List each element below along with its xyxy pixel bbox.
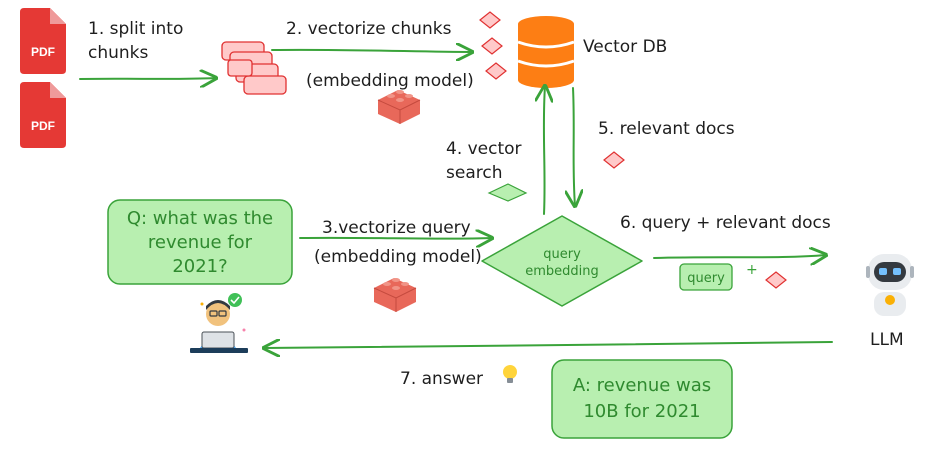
query-embedding-line2: embedding bbox=[525, 264, 599, 279]
person-laptop-icon bbox=[190, 293, 248, 353]
arrow-vector-search bbox=[544, 86, 545, 215]
lego-brick-icon bbox=[373, 277, 417, 313]
pdf-icon: PDF bbox=[20, 8, 66, 74]
step-3-label: 3.vectorize query bbox=[322, 218, 471, 238]
step-1-label-line2: chunks bbox=[88, 43, 149, 63]
query-chip-label: query bbox=[687, 271, 725, 286]
arrow-split bbox=[79, 78, 216, 79]
vector-diamond-icon bbox=[481, 37, 503, 55]
step-2-label: 2. vectorize chunks bbox=[286, 19, 452, 39]
query-embedding-line1: query bbox=[543, 247, 581, 262]
embedding-model-label-top: (embedding model) bbox=[306, 71, 474, 91]
pdf-icon: PDF bbox=[20, 82, 66, 148]
lego-brick-icon bbox=[377, 89, 421, 125]
step-4-label-line1: 4. vector bbox=[446, 139, 522, 159]
pdf-icon-label: PDF bbox=[31, 45, 55, 59]
vector-db-label: Vector DB bbox=[583, 37, 667, 57]
vector-diamond-icon bbox=[485, 62, 507, 80]
query-vector-diamond-icon bbox=[487, 183, 528, 202]
chunks-icon bbox=[221, 41, 287, 95]
vector-diamond-icon bbox=[479, 11, 501, 29]
query-embedding-node bbox=[481, 215, 643, 307]
step-1-label-line1: 1. split into bbox=[88, 19, 183, 39]
question-box bbox=[107, 199, 293, 285]
database-icon bbox=[517, 16, 575, 88]
step-4-label-line2: search bbox=[446, 163, 502, 183]
step-6-label: 6. query + relevant docs bbox=[620, 213, 831, 233]
question-line3: 2021? bbox=[172, 256, 227, 277]
answer-line2: 10B for 2021 bbox=[583, 401, 700, 422]
answer-box bbox=[551, 359, 733, 439]
arrow-query-relevant-docs bbox=[653, 255, 826, 258]
arrow-relevant-docs bbox=[573, 87, 575, 206]
question-line1: Q: what was the bbox=[127, 208, 273, 229]
robot-icon bbox=[866, 254, 914, 316]
step-7-label: 7. answer bbox=[400, 369, 483, 389]
pdf-icon-label: PDF bbox=[31, 119, 55, 133]
relevant-doc-diamond-icon bbox=[603, 151, 625, 169]
question-line2: revenue for bbox=[148, 232, 253, 253]
query-chip bbox=[679, 263, 733, 291]
embedding-model-label-bottom: (embedding model) bbox=[314, 247, 482, 267]
plus-sign: + bbox=[746, 262, 758, 278]
arrow-vectorize-chunks bbox=[271, 50, 472, 52]
relevant-doc-diamond-icon bbox=[765, 271, 787, 289]
arrow-vectorize-query bbox=[299, 238, 492, 239]
arrow-answer bbox=[264, 342, 833, 348]
lightbulb-icon bbox=[503, 365, 517, 383]
answer-line1: A: revenue was bbox=[573, 375, 711, 396]
step-5-label: 5. relevant docs bbox=[598, 119, 735, 139]
llm-label: LLM bbox=[870, 330, 904, 350]
